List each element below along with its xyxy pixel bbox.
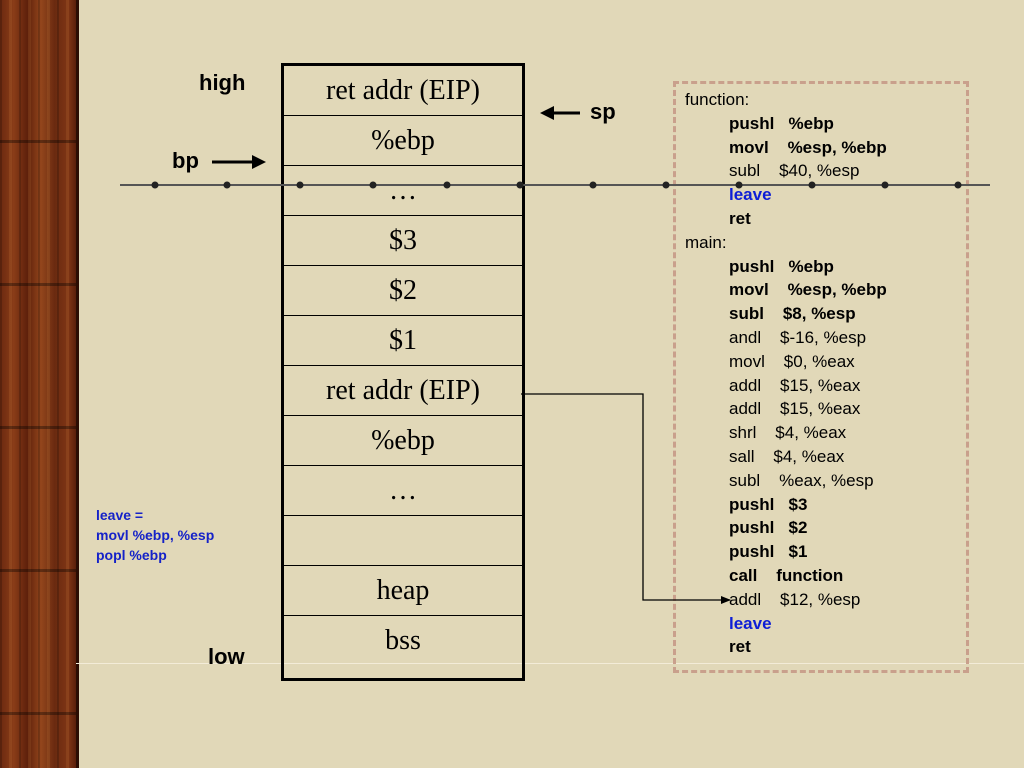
code-instruction: subl $40, %esp	[729, 161, 860, 181]
high-label: high	[199, 70, 246, 95]
stack-cell-ellipsis-1: …	[284, 166, 522, 216]
code-instruction: addl $15, %eax	[729, 375, 861, 395]
wood-panel-edge	[76, 0, 79, 768]
code-instruction: subl %eax, %esp	[729, 470, 874, 490]
line-dot	[296, 181, 304, 189]
stack-diagram: ret addr (EIP) %ebp … $3 $2 $1 ret addr …	[281, 63, 525, 681]
sp-arrow	[540, 106, 580, 120]
stack-cell-ebp-2: %ebp	[284, 416, 522, 466]
line-dot	[808, 181, 816, 189]
line-dot	[735, 181, 743, 189]
code-instruction: pushl %ebp	[729, 113, 834, 133]
code-instruction: pushl $1	[729, 542, 808, 562]
wood-panel	[0, 0, 76, 768]
stack-cell-empty	[284, 516, 522, 566]
code-instruction: shrl $4, %eax	[729, 423, 847, 443]
note-line: popl %ebp	[96, 547, 167, 563]
code-instruction: leave	[729, 185, 772, 205]
stack-cell-arg-2: $2	[284, 266, 522, 316]
return-address-connector-arrow	[521, 393, 731, 604]
stack-cell-heap: heap	[284, 566, 522, 616]
code-instruction: ret	[729, 637, 751, 657]
stack-cell-ebp-1: %ebp	[284, 116, 522, 166]
line-dot	[443, 181, 451, 189]
assembly-code-box	[673, 81, 969, 673]
code-instruction: leave	[729, 613, 772, 633]
line-dot	[589, 181, 597, 189]
code-section-label: function:	[685, 90, 750, 109]
stack-cell-arg-1: $1	[284, 316, 522, 366]
leave-definition-note: leave = movl %ebp, %esp popl %ebp	[96, 505, 214, 565]
line-dot	[223, 181, 231, 189]
line-dot	[881, 181, 889, 189]
code-instruction: ret	[729, 209, 751, 228]
bp-label: bp	[172, 148, 199, 173]
note-line: movl %ebp, %esp	[96, 527, 215, 543]
frame-pointer-line	[120, 181, 990, 189]
stack-cell-ret-addr-2: ret addr (EIP)	[284, 366, 522, 416]
line-dot	[662, 181, 670, 189]
note-line: leave =	[96, 507, 144, 523]
low-boundary-line	[76, 663, 1024, 664]
stack-cell-bss: bss	[385, 625, 421, 656]
code-instruction: movl %esp, %ebp	[729, 280, 887, 300]
bp-arrow	[212, 155, 266, 169]
stack-cell-ellipsis-2: …	[284, 466, 522, 516]
code-instruction: pushl %ebp	[729, 256, 834, 276]
code-instruction: subl $8, %esp	[729, 304, 856, 324]
code-instruction: movl $0, %eax	[729, 351, 855, 371]
code-instruction: addl $15, %eax	[729, 399, 861, 419]
code-instruction: movl %esp, %ebp	[729, 137, 887, 157]
code-instruction: pushl $2	[729, 518, 808, 538]
stack-cell-ret-addr-1: ret addr (EIP)	[284, 66, 522, 116]
line-dot	[151, 181, 159, 189]
line-dot	[954, 181, 962, 189]
code-instruction: pushl $3	[729, 494, 808, 514]
code-instruction: call function	[729, 566, 844, 585]
low-label: low	[208, 644, 245, 669]
stack-cell-arg-3: $3	[284, 216, 522, 266]
code-instruction: addl $12, %esp	[729, 589, 861, 609]
line-dot	[369, 181, 377, 189]
sp-label: sp	[590, 99, 616, 124]
line-dot	[516, 181, 524, 189]
code-instruction: andl $-16, %esp	[729, 328, 867, 347]
code-section-label: main:	[685, 232, 727, 252]
code-instruction: sall $4, %eax	[729, 447, 845, 466]
